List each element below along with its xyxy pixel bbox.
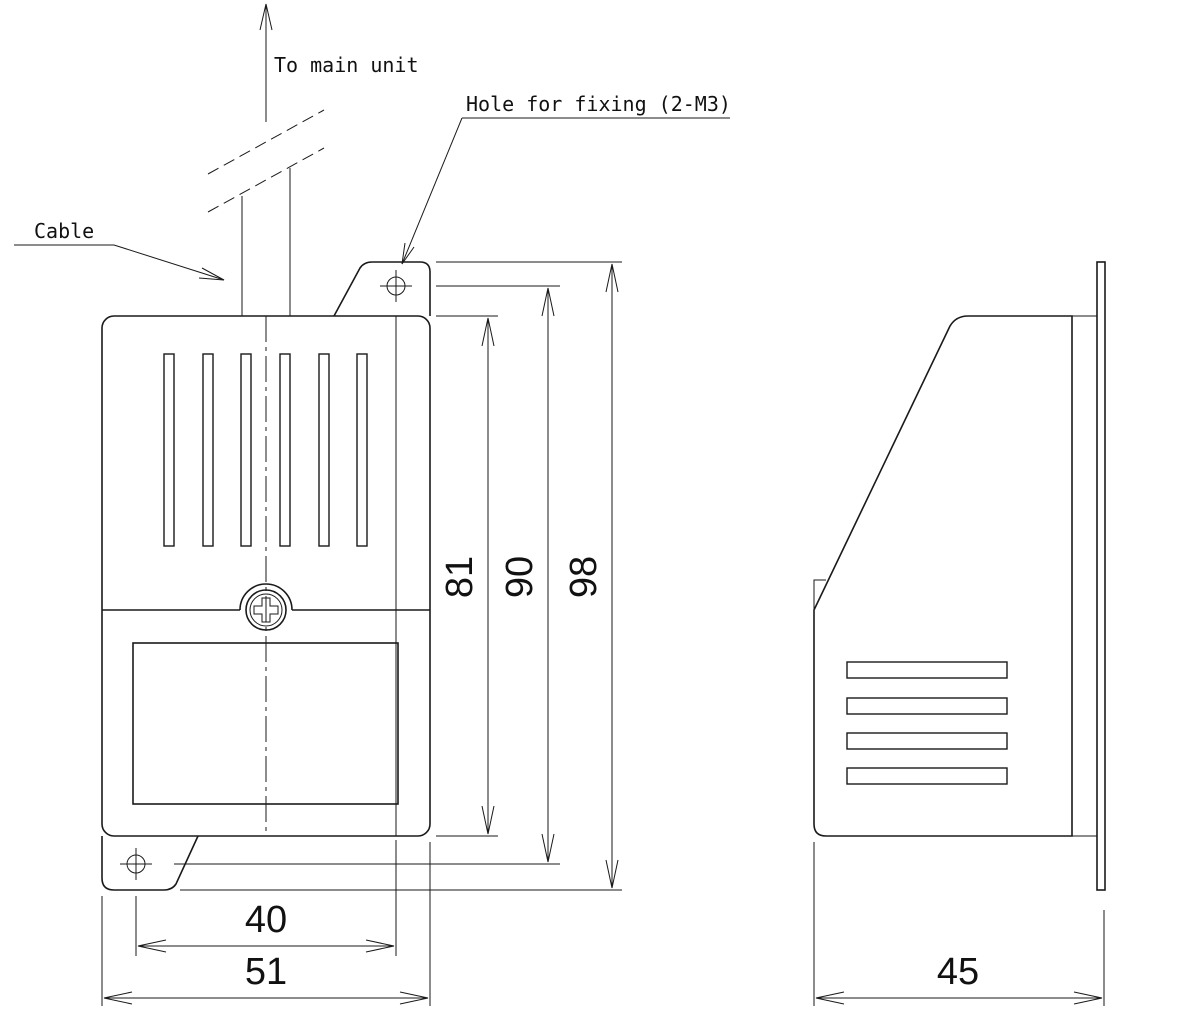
dim-90-label: 90 — [499, 556, 541, 598]
dim-81-arrow-bottom — [481, 805, 495, 835]
dim-98-label: 98 — [563, 556, 605, 598]
cable-label: Cable — [34, 219, 94, 243]
top-mounting-tab — [333, 261, 431, 317]
dim-40-arrow-right — [365, 939, 395, 953]
side-body-outline — [813, 315, 1073, 837]
dim-90-arrow-top — [541, 287, 555, 317]
front-vent-slots — [163, 353, 368, 547]
to-main-unit-arrowhead — [259, 3, 273, 31]
dim-45-arrow-left — [815, 991, 845, 1005]
cable — [207, 109, 325, 316]
screw-boss-arc — [239, 583, 293, 611]
dim-40-arrow-left — [137, 939, 167, 953]
front-view: To main unit Hole for fixing (2-M3) Cabl… — [14, 3, 731, 891]
vent-slot — [356, 353, 368, 547]
dim-98-arrow-top — [605, 263, 619, 293]
vent-slot — [318, 353, 330, 547]
dim-51-label: 51 — [245, 951, 287, 993]
vent-slot — [240, 353, 252, 547]
hole-leader-line — [401, 117, 463, 265]
side-vent-slots — [846, 661, 1008, 785]
vent-slot — [846, 732, 1008, 750]
side-dimensions: 45 — [813, 842, 1105, 1006]
hole-leader-arrowhead — [401, 242, 415, 265]
hole-for-fixing-label: Hole for fixing (2-M3) — [466, 92, 731, 116]
dim-45-label: 45 — [937, 951, 979, 993]
vent-slot — [202, 353, 214, 547]
vent-slot — [279, 353, 291, 547]
to-main-unit-label: To main unit — [274, 53, 419, 77]
dim-45-arrow-right — [1073, 991, 1103, 1005]
cable-leader-line — [113, 244, 225, 281]
vent-slot — [846, 767, 1008, 785]
dim-81-label: 81 — [439, 556, 481, 598]
front-dimensions: 81 90 98 40 51 — [101, 261, 622, 1006]
cable-break-line-2 — [207, 147, 325, 213]
plus-slot-icon — [253, 597, 279, 623]
dim-51-arrow-right — [399, 991, 429, 1005]
side-mounting-flange — [1096, 261, 1106, 891]
vent-slot — [163, 353, 175, 547]
cable-break-line-1 — [207, 109, 325, 175]
side-view — [813, 261, 1106, 891]
dim-98-arrow-bottom — [605, 859, 619, 889]
dim-51-arrow-left — [103, 991, 133, 1005]
cable-leader-arrowhead — [198, 267, 225, 281]
dim-81-arrow-top — [481, 317, 495, 347]
side-step-edge — [813, 579, 826, 610]
dim-90-arrow-bottom — [541, 833, 555, 863]
vent-slot — [846, 697, 1008, 715]
vent-slot — [846, 661, 1008, 679]
bottom-mounting-tab — [101, 835, 199, 891]
dim-40-label: 40 — [245, 899, 287, 941]
screw-head-inner — [249, 593, 283, 627]
